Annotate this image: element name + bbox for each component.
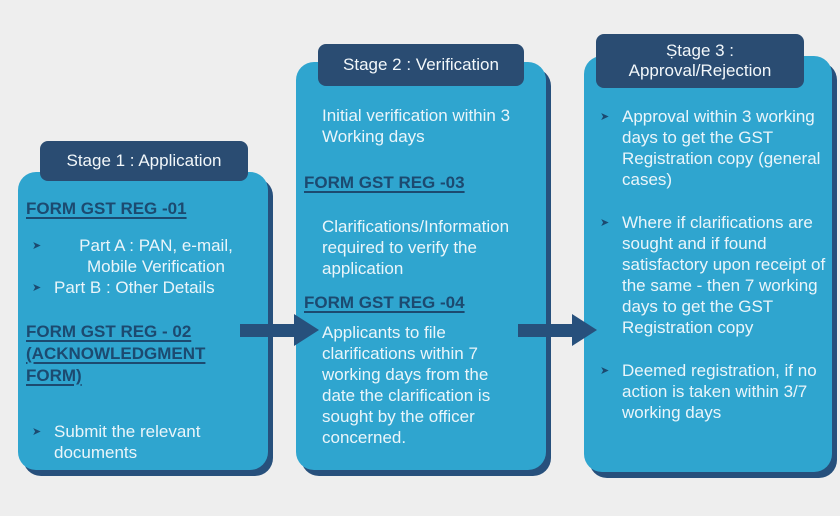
flow-arrow-stage1-to-stage2 [240, 314, 319, 346]
stage2-header: Stage 2 : Verification [318, 44, 524, 86]
arrow-bar [518, 323, 572, 337]
list-item: ➤ Part B : Other Details [32, 277, 258, 299]
arrow-head-icon [572, 314, 597, 346]
list-item: ➤ Submit the relevant documents [32, 421, 258, 463]
bullet-text: Where if clarifications are sought and i… [622, 213, 826, 337]
stage2-paragraph-3: Applicants to file clarifications within… [322, 323, 491, 447]
bullet-text: Submit the relevant documents [54, 422, 201, 462]
bullet-text: Deemed registration, if no action is tak… [622, 361, 817, 422]
form-gst-reg-04-heading: FORM GST REG -04 [304, 293, 465, 312]
bullet-arrow-icon: ➤ [600, 111, 610, 123]
stage3-box: ➤ Approval within 3 working days to get … [584, 56, 832, 472]
stage1-bullet-list-2: ➤ Submit the relevant documents [26, 421, 260, 463]
bullet-text: Approval within 3 working days to get th… [622, 107, 821, 189]
list-item: ➤ Where if clarifications are sought and… [600, 212, 826, 338]
stage1-bullet-list: ➤ Part A : PAN, e-mail, Mobile Verificat… [26, 235, 260, 299]
form-gst-reg-02-line1: FORM GST REG - 02 [26, 322, 192, 341]
form-gst-reg-02-heading: FORM GST REG - 02 (ACKNOWLEDGMENT FORM) [26, 321, 260, 387]
stage3-bullet-list: ➤ Approval within 3 working days to get … [600, 106, 826, 423]
flow-arrow-stage2-to-stage3 [518, 314, 597, 346]
stage1-box: FORM GST REG -01 ➤ Part A : PAN, e-mail,… [18, 172, 268, 470]
bullet-arrow-icon: ➤ [32, 240, 42, 252]
arrow-head-icon [294, 314, 319, 346]
stage3-header: Ṣtage 3 : Approval/Rejection [596, 34, 804, 88]
bullet-text: Part B : Other Details [54, 278, 215, 297]
stage2-box: Initial verification within 3 Working da… [296, 62, 546, 470]
arrow-bar [240, 323, 294, 337]
stage2-paragraph-2: Clarifications/Information required to v… [322, 217, 510, 278]
stage3-title-line1: Ṣtage 3 : [665, 41, 735, 60]
list-item: ➤ Part A : PAN, e-mail, Mobile Verificat… [32, 235, 258, 277]
bullet-arrow-icon: ➤ [600, 217, 610, 229]
form-gst-reg-01-heading: FORM GST REG -01 [26, 199, 187, 218]
bullet-text: Part A : PAN, e-mail, Mobile Verificatio… [79, 236, 233, 276]
list-item: ➤ Deemed registration, if no action is t… [600, 360, 826, 423]
stage1-title: Stage 1 : Application [66, 151, 222, 170]
form-gst-reg-03-heading: FORM GST REG -03 [304, 173, 465, 192]
stage3-title-line2: Approval/Rejection [628, 61, 772, 80]
stage2-title: Stage 2 : Verification [343, 55, 499, 74]
list-item: ➤ Approval within 3 working days to get … [600, 106, 826, 190]
stage2-paragraph-1: Initial verification within 3 Working da… [322, 106, 511, 146]
bullet-arrow-icon: ➤ [32, 426, 42, 438]
form-gst-reg-02-line2: (ACKNOWLEDGMENT FORM) [26, 344, 206, 385]
bullet-arrow-icon: ➤ [600, 365, 610, 377]
bullet-arrow-icon: ➤ [32, 282, 42, 294]
stage1-header: Stage 1 : Application [40, 141, 248, 181]
